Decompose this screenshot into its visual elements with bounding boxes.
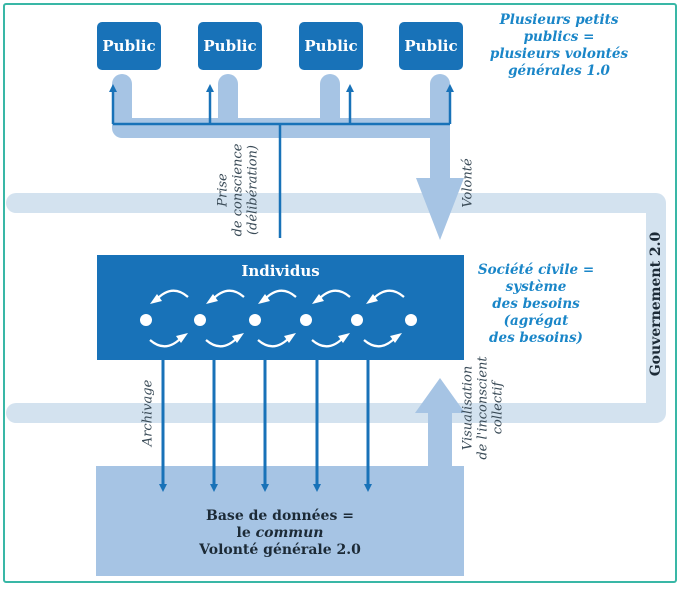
public-stems xyxy=(112,74,450,195)
archivage-label: Archivage xyxy=(141,373,156,453)
volonte-label: Volonté xyxy=(461,153,476,213)
societe-line-2: système xyxy=(505,279,567,295)
database-line-1: Base de données = xyxy=(206,508,354,524)
publics-note-line-4: générales 1.0 xyxy=(508,63,610,79)
public-box-1: Public xyxy=(97,22,161,70)
public-box-2: Public xyxy=(198,22,262,70)
volonte-text: Volonté xyxy=(460,158,476,208)
publics-note-line-1: Plusieurs petits xyxy=(499,12,619,28)
visualisation-arrow-stem xyxy=(428,412,452,468)
visualisation-line-1: Visualisation xyxy=(460,365,476,451)
individus-box xyxy=(97,255,464,360)
archivage-arrows xyxy=(159,360,372,492)
publics-note-line-2: publics = xyxy=(523,29,595,45)
individual-dots xyxy=(140,314,417,326)
prise-line-2: de conscience xyxy=(230,143,246,237)
government-loop-band xyxy=(6,193,666,423)
societe-line-3: des besoins xyxy=(492,296,580,312)
visualisation-line-2: de l'inconscient xyxy=(475,356,491,460)
outer-frame xyxy=(3,3,677,583)
prise-de-conscience-label: Prise de conscience (délibération) xyxy=(216,140,261,240)
societe-line-4: (agrégat xyxy=(503,313,569,329)
gouvernement-label: Gouvernement 2.0 xyxy=(648,232,664,377)
societe-civile-note: Société civile = système des besoins (ag… xyxy=(470,262,602,347)
publics-note-line-3: plusieurs volontés xyxy=(489,46,629,62)
gouvernement-text: Gouvernement 2.0 xyxy=(648,231,664,377)
public-label-3: Public xyxy=(304,37,358,55)
volonte-arrow xyxy=(416,178,464,240)
societe-line-1: Société civile = xyxy=(477,262,595,278)
database-text: Base de données = le commun Volonté géné… xyxy=(96,508,464,559)
prise-line-1: Prise xyxy=(215,173,231,207)
visualisation-label: Visualisation de l'inconscient collectif xyxy=(461,348,506,468)
public-box-3: Public xyxy=(299,22,363,70)
public-label-1: Public xyxy=(102,37,156,55)
prise-line-3: (délibération) xyxy=(245,144,261,236)
societe-line-5: des besoins) xyxy=(489,330,583,346)
public-box-4: Public xyxy=(399,22,463,70)
database-line-2-prefix: le xyxy=(236,525,256,541)
database-line-3: Volonté générale 2.0 xyxy=(199,542,361,558)
deliberation-branches xyxy=(109,84,454,238)
exchange-arrowheads xyxy=(150,294,402,343)
individus-text: Individus xyxy=(241,262,320,280)
archivage-text: Archivage xyxy=(140,379,156,447)
visualisation-line-3: collectif xyxy=(490,381,506,435)
publics-note: Plusieurs petits publics = plusieurs vol… xyxy=(484,12,634,80)
individus-title: Individus xyxy=(97,262,464,280)
public-label-4: Public xyxy=(404,37,458,55)
database-line-2: le commun xyxy=(96,525,464,542)
public-label-2: Public xyxy=(203,37,257,55)
public-boxes xyxy=(97,22,463,70)
database-box xyxy=(96,466,464,576)
visualisation-arrow-head xyxy=(415,378,465,413)
database-line-2-commun: commun xyxy=(255,525,324,541)
